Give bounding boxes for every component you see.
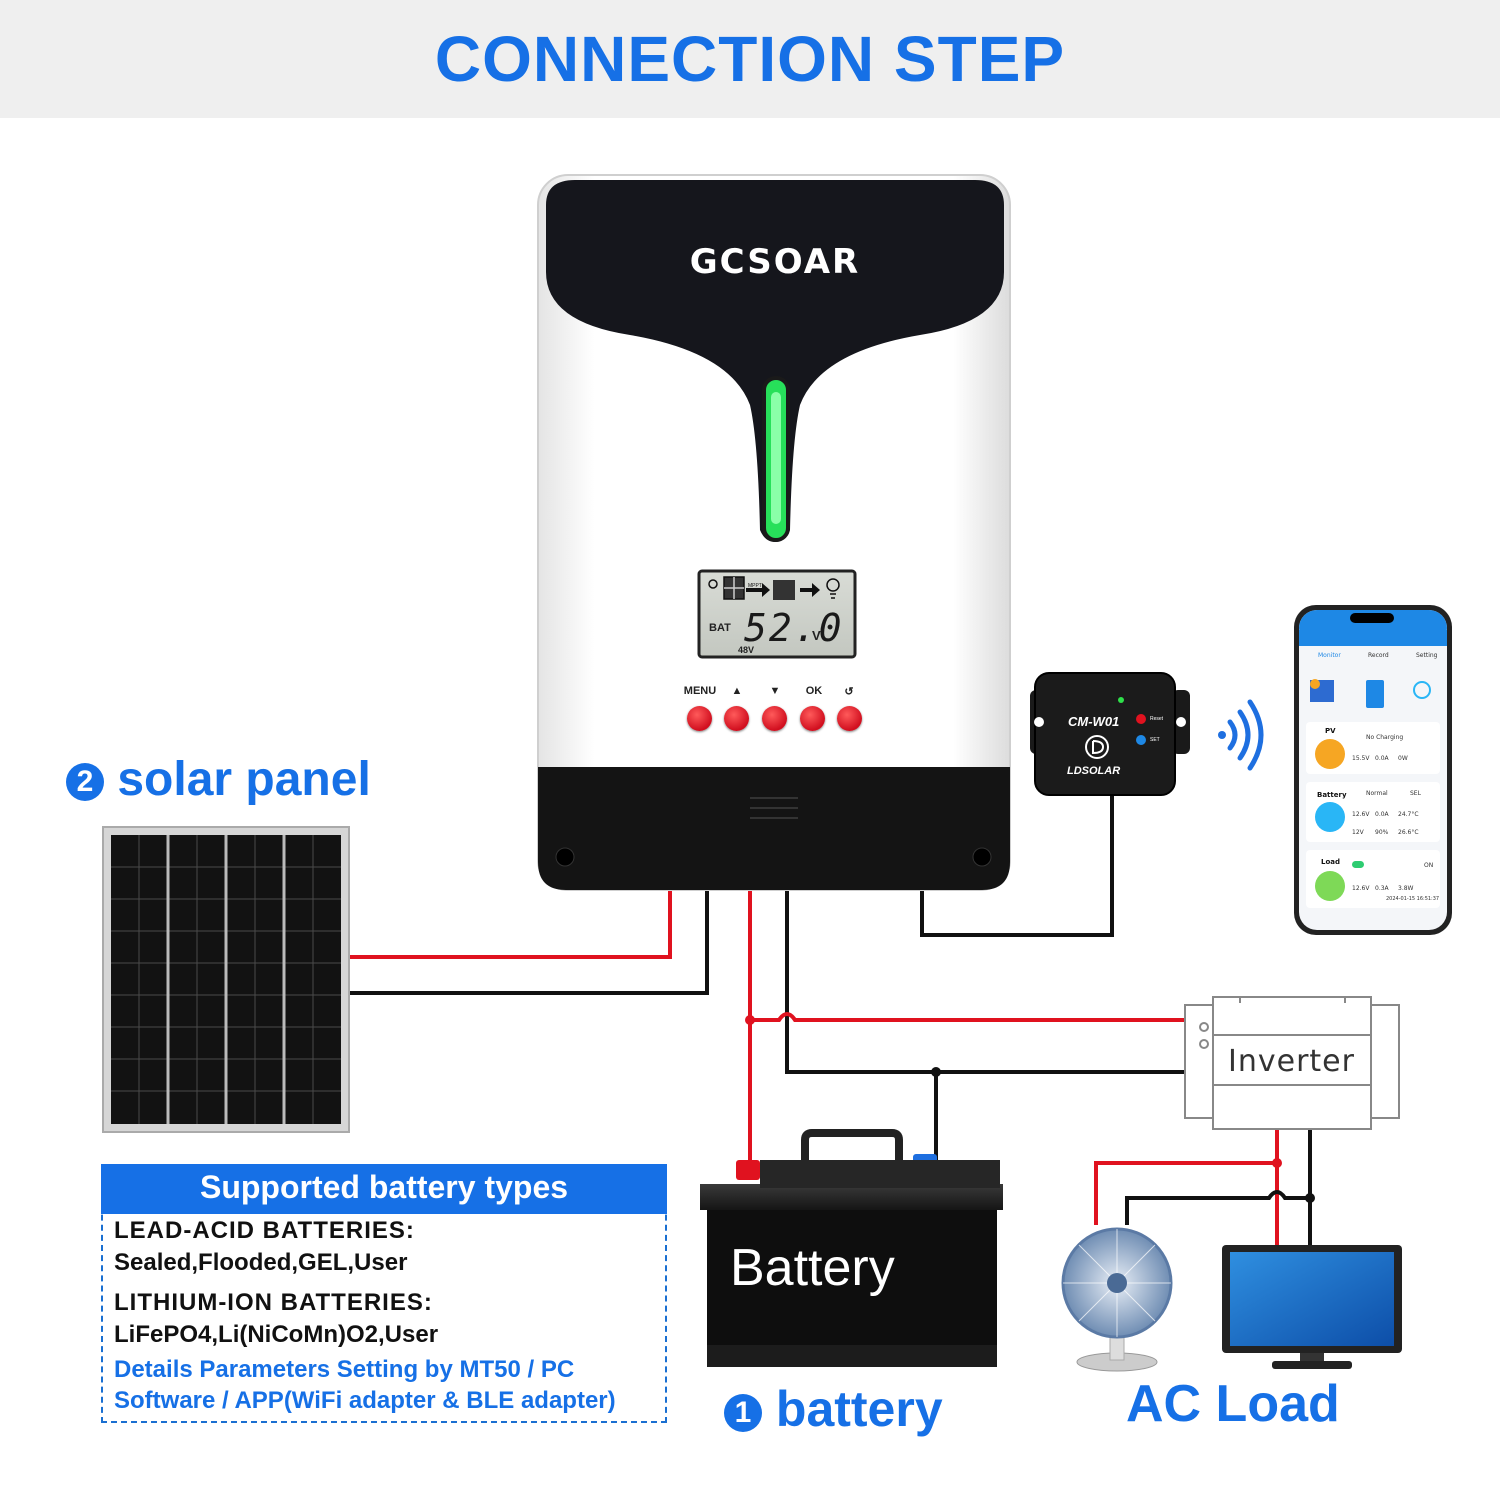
lcd-arrow-2 (800, 583, 820, 597)
back-button[interactable] (837, 706, 862, 731)
lcd-system-voltage: 48V (738, 645, 755, 655)
solar-panel (102, 826, 350, 1133)
solar-panel-label: 2 solar panel (66, 752, 371, 807)
app-load-current: 0.3A (1375, 885, 1389, 892)
battery-negative-wire (785, 890, 1185, 1074)
menu-button-label: MENU (683, 685, 717, 697)
lcd-bat-label: BAT (709, 622, 731, 634)
app-battery-sys-voltage: 12V (1352, 829, 1364, 836)
down-button[interactable] (762, 706, 787, 731)
wifi-set-label: SET (1150, 737, 1160, 743)
inverter-label: Inverter (1228, 1044, 1355, 1079)
parameter-note-line-1: Details Parameters Setting by MT50 / PC (114, 1356, 575, 1383)
parameter-note-line-2: Software / APP(WiFi adapter & BLE adapte… (114, 1387, 616, 1414)
ac-load-label: AC Load (1126, 1375, 1340, 1433)
battery-types-title: Supported battery types (101, 1164, 667, 1214)
ok-button-label: OK (805, 685, 823, 697)
up-button-label: ▲ (731, 685, 743, 697)
wifi-module (1030, 672, 1190, 796)
car-battery (700, 1129, 1003, 1367)
down-button-label: ▼ (769, 685, 781, 697)
inverter-positive-wire (750, 1012, 1185, 1022)
app-load-time: 2024-01-15 16:51:37 (1386, 896, 1440, 902)
up-button[interactable] (724, 706, 749, 731)
lcd-voltage-value: 52.0 (744, 606, 844, 650)
app-pv-power: 0W (1398, 755, 1408, 762)
app-battery-title: Battery (1317, 791, 1347, 799)
lcd-mppt-label: MPPT (748, 583, 762, 589)
app-tab-monitor[interactable]: Monitor (1318, 652, 1341, 659)
app-pv-stat: No Charging (1366, 734, 1404, 741)
lcd-solar-icon (708, 576, 745, 600)
app-battery-soc: 90% (1375, 829, 1389, 836)
solar-panel-label-text: solar panel (117, 753, 371, 806)
lcd-arrow-1 (746, 583, 770, 597)
wifi-cable (920, 795, 1114, 937)
app-pv-current: 0.0A (1375, 755, 1389, 762)
app-load-stat: ON (1424, 862, 1434, 869)
fan-negative-wire (1125, 1190, 1310, 1225)
solar-positive-wire (350, 890, 672, 959)
battery-types-box (101, 1164, 667, 1423)
battery-label: 1 battery (724, 1380, 943, 1438)
lead-acid-title: LEAD-ACID BATTERIES: (114, 1217, 415, 1244)
inverter (1184, 996, 1400, 1130)
wifi-signal-icon (1218, 699, 1264, 771)
fan-load (1061, 1227, 1173, 1372)
brand-logo: GCSOAR (689, 242, 861, 282)
app-tab-record[interactable]: Record (1368, 652, 1389, 659)
app-battery-int-temp: 26.6°C (1398, 829, 1419, 836)
lcd-battery-icon (773, 580, 795, 600)
back-button-label: ↺ (844, 686, 854, 698)
solar-panel-step-number: 2 (66, 763, 104, 802)
app-load-power: 3.8W (1398, 885, 1414, 892)
wifi-module-model: CM-W01 (1068, 714, 1120, 729)
fan-positive-wire (1094, 1161, 1277, 1225)
app-pv-title: PV (1325, 727, 1336, 735)
phone (1294, 605, 1452, 935)
lcd-unit: V (812, 628, 821, 643)
menu-button[interactable] (687, 706, 712, 731)
ok-button[interactable] (800, 706, 825, 731)
charge-controller (537, 174, 1011, 891)
app-load-title: Load (1321, 858, 1341, 866)
lead-acid-types: Sealed,Flooded,GEL,User (114, 1249, 408, 1276)
app-load-voltage: 12.6V (1352, 885, 1370, 892)
wires (350, 795, 1312, 1245)
lithium-types: LiFePO4,Li(NiCoMn)O2,User (114, 1321, 439, 1348)
lcd-bulb-icon (826, 578, 840, 599)
lithium-title: LITHIUM-ION BATTERIES: (114, 1289, 433, 1316)
app-battery-type: SEL (1410, 790, 1421, 797)
monitor-load (1222, 1245, 1402, 1369)
app-battery-stat: Normal (1366, 790, 1388, 797)
battery-body-label: Battery (730, 1239, 895, 1297)
page-title: CONNECTION STEP (434, 23, 1066, 95)
wire-junctions (745, 1015, 1315, 1203)
app-battery-current: 0.0A (1375, 811, 1389, 818)
app-tab-setting[interactable]: Setting (1416, 652, 1438, 659)
app-battery-voltage: 12.6V (1352, 811, 1370, 818)
app-pv-voltage: 15.5V (1352, 755, 1370, 762)
wifi-reset-label: Reset (1150, 716, 1164, 722)
app-battery-temp: 24.7°C (1398, 811, 1419, 818)
header-bar (0, 0, 1500, 118)
battery-label-text: battery (775, 1381, 943, 1437)
wifi-module-brand: LDSOLAR (1067, 765, 1121, 777)
battery-step-number: 1 (724, 1393, 762, 1432)
solar-negative-wire (350, 890, 709, 995)
